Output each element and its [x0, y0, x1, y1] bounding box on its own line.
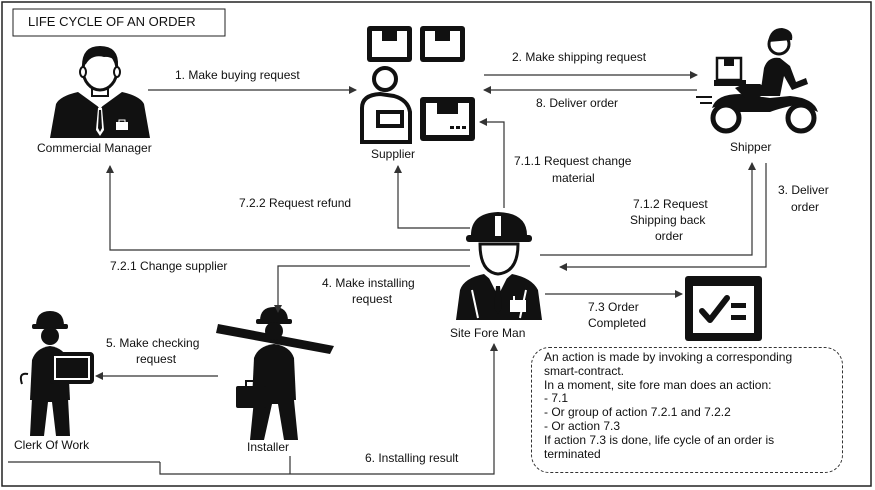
label-shipper: Shipper [730, 140, 771, 154]
note-line: An action is made by invoking a correspo… [544, 350, 793, 364]
label-step-73-line1: 7.3 Order [588, 300, 639, 314]
note-line: If action 7.3 is done, life cycle of an … [544, 432, 775, 447]
label-step-5-line2: request [136, 352, 177, 366]
label-supplier: Supplier [371, 147, 415, 161]
label-step-2: 2. Make shipping request [512, 50, 647, 64]
label-step-712-line1: 7.1.2 Request [633, 197, 708, 211]
arrow-change-supplier [106, 165, 470, 251]
site-foreman-icon [456, 212, 542, 320]
shipper-icon [696, 28, 818, 134]
label-step-711-line2: material [552, 171, 595, 185]
diagram-title: LIFE CYCLE OF AN ORDER [28, 14, 196, 29]
arrow-request-refund [394, 165, 470, 229]
clerk-icon [19, 311, 94, 436]
label-installer: Installer [247, 440, 289, 454]
label-step-712-line3: order [655, 229, 683, 243]
arrow-shipping-back [540, 162, 756, 256]
label-step-5-line1: 5. Make checking [106, 336, 199, 350]
arrow-installing-request [274, 265, 470, 313]
label-step-73-line2: Completed [588, 316, 646, 330]
label-step-712-line2: Shipping back [630, 213, 706, 227]
supplier-icon [360, 26, 475, 144]
label-step-4-line2: request [352, 292, 393, 306]
label-step-1: 1. Make buying request [175, 68, 300, 82]
label-step-6: 6. Installing result [365, 451, 459, 465]
label-step-4-line1: 4. Make installing [322, 276, 415, 290]
note-line: smart-contract. [544, 363, 625, 378]
order-completed-icon [685, 276, 762, 341]
arrow-deliver-to-site [559, 163, 767, 271]
note-line: terminated [544, 446, 601, 461]
label-commercial-manager: Commercial Manager [37, 141, 152, 155]
note-line: In a moment, site fore man does an actio… [544, 377, 772, 392]
note-line: - 7.1 [544, 391, 569, 406]
commercial-manager-icon [50, 46, 150, 138]
label-step-721: 7.2.1 Change supplier [110, 259, 227, 273]
title-box [12, 8, 226, 37]
arrow-installing-result [159, 343, 498, 475]
label-step-711-line1: 7.1.1 Request change [514, 154, 632, 168]
note-box: An action is made by invoking a correspo… [531, 347, 843, 473]
note-line: - Or group of action 7.2.1 and 7.2.2 [544, 405, 731, 420]
installer-icon [216, 307, 334, 440]
label-step-722: 7.2.2 Request refund [239, 196, 351, 210]
label-step-8: 8. Deliver order [536, 96, 618, 110]
label-step-3-line1: 3. Deliver [778, 183, 829, 197]
label-clerk: Clerk Of Work [14, 438, 90, 452]
label-site-foreman: Site Fore Man [450, 326, 525, 340]
label-step-3-line2: order [791, 200, 819, 214]
note-line: - Or action 7.3 [544, 418, 621, 433]
arrow-request-change-material [479, 118, 505, 208]
